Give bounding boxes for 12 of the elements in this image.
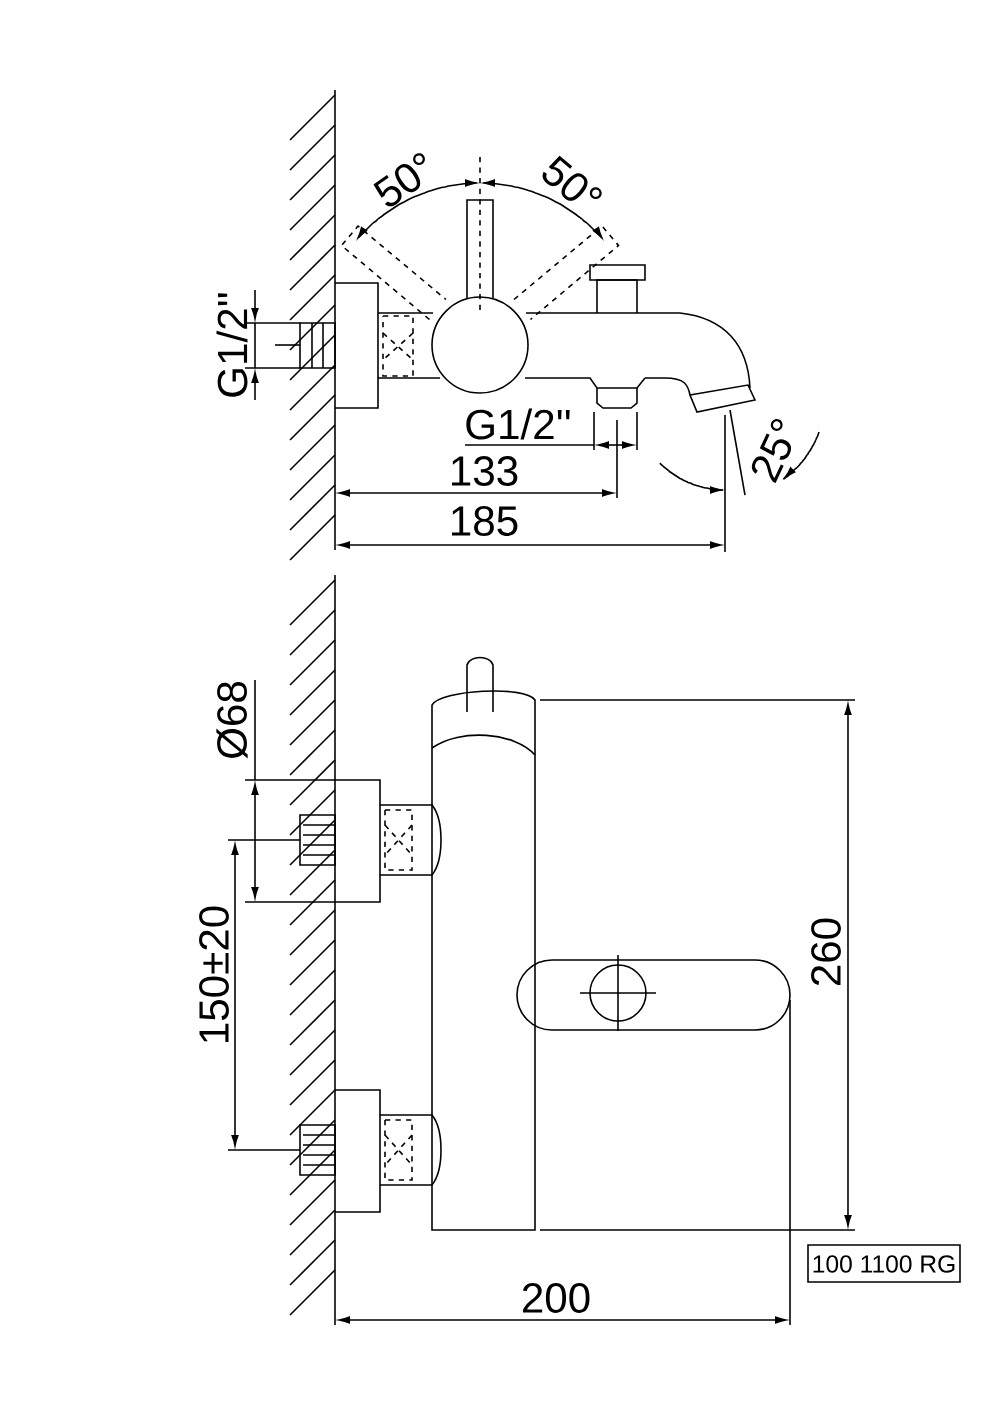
dimension-label: G1/2'': [216, 293, 248, 397]
dimension-label: 200: [522, 1283, 590, 1313]
dimension-label: 260: [811, 918, 841, 986]
angle-label: 25°: [751, 419, 792, 484]
angle-label: 50°: [542, 155, 602, 201]
dimension-label: Ø68: [216, 682, 248, 759]
dimension-label: 133: [452, 456, 518, 486]
code-box: 100 1100 RG: [807, 1244, 961, 1283]
dimension-label: 185: [452, 506, 518, 536]
angle-label: 50°: [373, 153, 425, 207]
dimension-label: 150±20: [199, 906, 229, 1042]
dimension-label: G1/2'': [466, 408, 570, 440]
